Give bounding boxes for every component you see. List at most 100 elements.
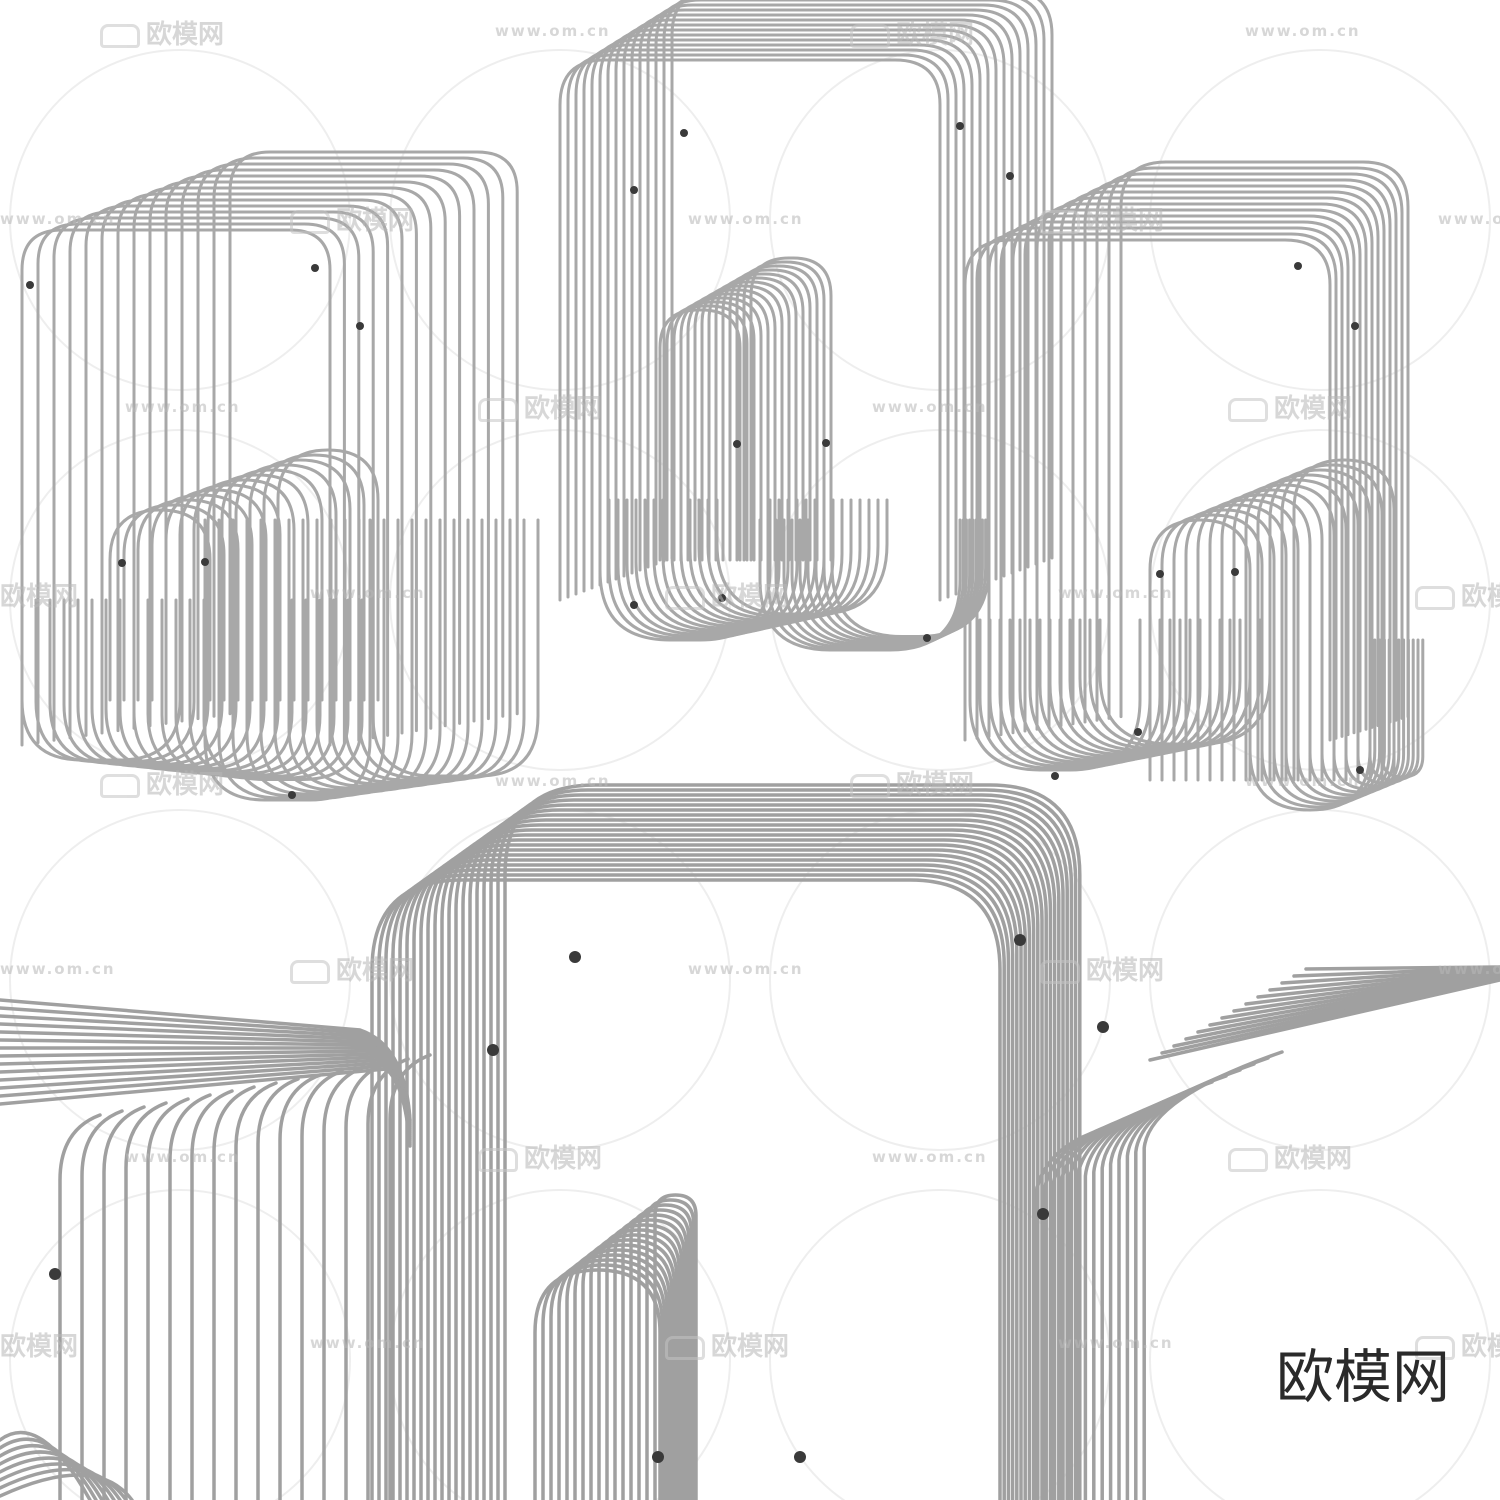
arch-rod xyxy=(1232,483,1336,782)
top-rod xyxy=(1268,968,1500,992)
arch-rod xyxy=(589,1233,679,1500)
arch-rod xyxy=(206,473,310,702)
arch-rod xyxy=(234,463,338,702)
top-rod xyxy=(1292,966,1500,978)
rod-end-caps xyxy=(26,122,1364,1463)
arch-rod xyxy=(52,216,361,742)
arch-rod xyxy=(721,272,805,562)
arch-rod xyxy=(1268,468,1372,782)
cradle-rod xyxy=(1048,618,1222,756)
cradle-rod xyxy=(203,518,372,802)
arch-rod xyxy=(146,1097,190,1500)
rod-end-cap xyxy=(1051,772,1059,780)
arch-rod xyxy=(638,8,1022,572)
arch-rod xyxy=(84,204,390,737)
arch-rod xyxy=(234,1081,278,1500)
cradle-rod xyxy=(0,1437,98,1500)
top-rod xyxy=(1304,965,1500,971)
arch-rod xyxy=(276,448,380,702)
arch-rod xyxy=(36,222,346,745)
cradle-rod xyxy=(315,518,484,786)
rod-end-cap xyxy=(118,559,126,567)
arch-rod xyxy=(714,276,798,562)
cradle-rod xyxy=(607,498,781,640)
top-rod xyxy=(1256,969,1500,999)
arch-rod xyxy=(440,828,1044,1500)
arch-rod xyxy=(629,1208,691,1500)
arch-rod xyxy=(212,156,505,718)
arch-rod xyxy=(220,468,324,702)
arch-rod xyxy=(68,210,375,740)
arch-rod xyxy=(366,1057,410,1500)
arch-rod xyxy=(622,18,1006,578)
arch-rod xyxy=(300,1069,344,1500)
arch-rod xyxy=(605,1223,684,1500)
cradle-rod xyxy=(616,498,790,638)
stool-top-right xyxy=(963,160,1425,812)
arch-rod xyxy=(679,296,763,562)
arch-rod xyxy=(1095,172,1398,722)
rod-end-cap xyxy=(718,594,726,602)
arch-rod xyxy=(613,1218,686,1500)
cradle-rod xyxy=(1028,618,1202,760)
cradle-rod xyxy=(259,518,428,794)
arch-rod xyxy=(662,0,1046,563)
arch-rod xyxy=(566,53,950,599)
rod-end-cap xyxy=(923,634,931,642)
arch-rod xyxy=(1292,458,1396,782)
arch-rod xyxy=(190,1089,234,1500)
rod-end-cap xyxy=(1134,728,1142,736)
arch-rod xyxy=(557,1253,669,1500)
arch-rod xyxy=(116,192,418,733)
cradle-rod xyxy=(0,1473,134,1500)
arch-rod xyxy=(461,813,1057,1500)
arch-rod xyxy=(100,198,404,735)
arch-rod xyxy=(670,0,1054,560)
cradle-rod xyxy=(1332,638,1406,791)
arch-rod xyxy=(256,1077,300,1500)
arch-rod xyxy=(541,1263,665,1500)
arch-rod xyxy=(80,1109,124,1500)
rod-end-cap xyxy=(652,1451,664,1463)
cradle-rod xyxy=(679,498,853,624)
arch-rod xyxy=(391,863,1015,1500)
rod-end-cap xyxy=(569,951,581,963)
rod-end-cap xyxy=(956,122,964,130)
cradle-rod xyxy=(978,618,1152,770)
arch-rod xyxy=(20,228,332,747)
cradle-rod xyxy=(988,618,1162,768)
rod-end-cap xyxy=(1231,568,1239,576)
stool-top-center xyxy=(558,0,1054,652)
rod-end-cap xyxy=(1351,322,1359,330)
stool-closeup-right xyxy=(1033,965,1500,1500)
cradle-rod xyxy=(217,518,386,800)
arch-rod xyxy=(581,1238,677,1500)
arch-rod xyxy=(1047,196,1374,729)
arch-rod xyxy=(1107,166,1404,720)
cradle-rod xyxy=(357,518,526,780)
cradle-rod xyxy=(343,518,512,782)
arch-rod xyxy=(646,3,1030,569)
rod-end-cap xyxy=(733,440,741,448)
arch-rod xyxy=(582,43,966,593)
cradle-rod xyxy=(1356,638,1415,785)
arch-rod xyxy=(742,260,826,562)
cradle-rod xyxy=(1368,638,1420,782)
cradle-rod xyxy=(998,618,1172,766)
arch-rod xyxy=(749,256,833,562)
rod-end-cap xyxy=(1006,172,1014,180)
rod-end-cap xyxy=(201,558,209,566)
stool-closeup-left xyxy=(0,998,432,1500)
arch-rod xyxy=(468,808,1061,1500)
rod-end-cap xyxy=(794,1451,806,1463)
rod-end-cap xyxy=(49,1268,61,1280)
arch-rod xyxy=(558,58,942,602)
arch-rod xyxy=(630,13,1014,575)
stool-top-left xyxy=(20,150,540,802)
arch-rod xyxy=(1011,214,1356,735)
rod-end-cap xyxy=(630,186,638,194)
arch-rod xyxy=(598,33,982,587)
cradle-rod xyxy=(146,598,308,775)
arch-rod xyxy=(454,818,1053,1500)
arch-rod xyxy=(489,793,1074,1500)
